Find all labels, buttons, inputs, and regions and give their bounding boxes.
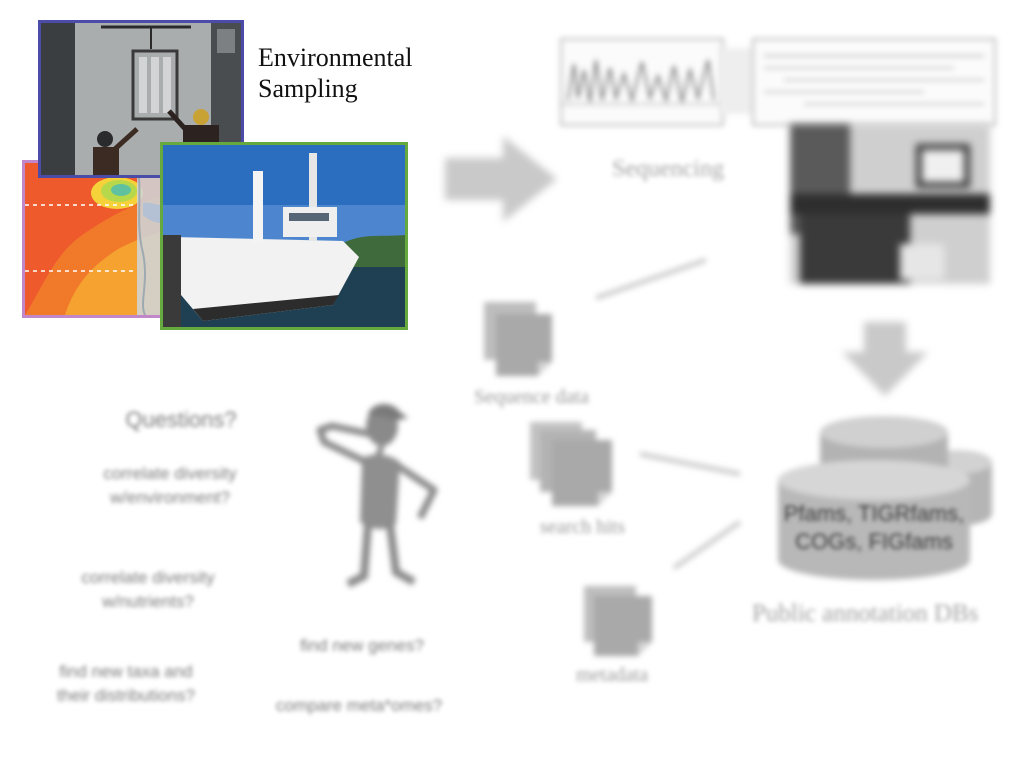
alignment-view-graphic <box>764 55 984 105</box>
environmental-sampling-title: Environmental Sampling <box>258 42 413 104</box>
question-compare-meta-omes: compare meta*omes? <box>275 696 443 715</box>
sequencing-label: Sequencing <box>612 156 724 182</box>
annotation-db-names: Pfams, TIGRfams, COGs, FIGfams <box>776 500 972 556</box>
search-hits-label: search hits <box>540 516 625 538</box>
metadata-label: metadata <box>576 664 649 686</box>
question-1-line-1: correlate diversity <box>103 464 237 483</box>
ocean-contour-map-graphic <box>25 163 171 315</box>
question-1-line-2: w/environment? <box>109 488 230 507</box>
connector-search-hits <box>639 451 741 477</box>
sequencer-trace-icon <box>560 38 724 126</box>
public-annotation-dbs-label: Public annotation DBs <box>752 600 979 627</box>
arrow-right-icon <box>445 136 557 222</box>
ocean-contour-map <box>22 160 174 318</box>
question-2-line-2: w/nutrients? <box>102 592 194 611</box>
alignment-view-icon <box>752 38 996 126</box>
connector-lines <box>595 257 742 571</box>
research-vessel-photo <box>160 142 408 330</box>
trace-connector <box>720 48 754 114</box>
connector-metadata <box>672 519 742 571</box>
question-3-line-1: find new taxa and <box>59 662 193 681</box>
title-line-1: Environmental <box>258 43 413 72</box>
database-cylinder-icon <box>778 416 992 580</box>
title-line-2: Sampling <box>258 74 358 103</box>
question-diversity-nutrients: correlate diversity w/nutrients? <box>48 566 248 614</box>
db-line-2: COGs, FIGfams <box>795 529 953 554</box>
question-3-line-2: their distributions? <box>57 686 195 705</box>
thinking-figure-icon <box>316 403 438 588</box>
question-diversity-environment: correlate diversity w/environment? <box>70 462 270 510</box>
metadata-document-icon <box>584 586 652 656</box>
question-2-line-1: correlate diversity <box>81 568 215 587</box>
question-new-genes: find new genes? <box>300 636 424 655</box>
db-line-1: Pfams, TIGRfams, <box>783 501 965 526</box>
arrow-down-icon <box>842 322 928 396</box>
lab-computer-graphic <box>790 124 990 284</box>
research-vessel-graphic <box>163 145 405 327</box>
questions-header: Questions? <box>125 407 237 432</box>
connector-sequencing <box>595 257 707 301</box>
lab-computer-photo <box>790 124 990 284</box>
sequencer-trace-graphic <box>562 59 722 105</box>
question-new-taxa: find new taxa and their distributions? <box>26 660 226 708</box>
sequence-data-document-icon <box>484 302 552 376</box>
sequence-data-label: Sequence data <box>474 386 589 408</box>
search-hits-document-icon <box>530 422 612 506</box>
